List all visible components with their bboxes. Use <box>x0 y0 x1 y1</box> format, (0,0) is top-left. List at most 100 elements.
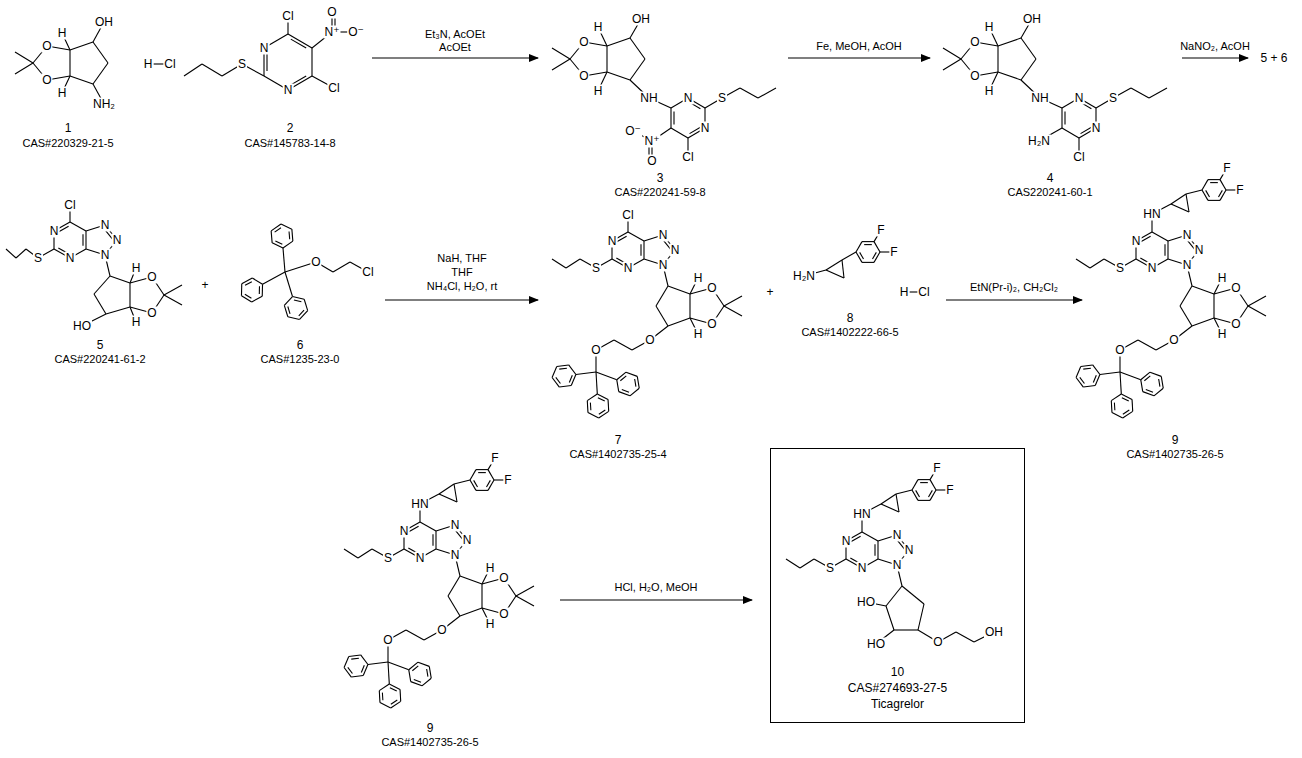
bond-line <box>129 283 130 307</box>
bond-line <box>1220 190 1226 200</box>
bond-line <box>262 284 263 296</box>
bond-line <box>606 46 607 72</box>
bond-line <box>294 300 301 302</box>
bond-line <box>724 306 742 316</box>
bond-line <box>1131 88 1149 98</box>
bond-line <box>1062 128 1079 138</box>
atom-label: N <box>1074 92 1085 105</box>
bond-line <box>1111 394 1121 401</box>
bond-line <box>1061 108 1062 128</box>
reagent-text: HCl, H₂O, MeOH <box>613 581 698 594</box>
cas-number: CAS220241-60-1 <box>1006 186 1093 199</box>
atom-label: F <box>503 474 512 487</box>
bond-line <box>620 376 626 381</box>
reagent-text: Et₃N, AcOEt <box>424 28 486 41</box>
bond-line <box>1123 410 1129 414</box>
bond-line <box>628 232 644 241</box>
bond-line <box>399 689 401 701</box>
atom-label: S <box>591 262 601 275</box>
atom-label: O <box>382 634 393 647</box>
bond-line <box>1192 286 1214 294</box>
atom-label: H <box>131 316 142 329</box>
atom-label: H <box>57 87 68 100</box>
bond-line <box>894 629 918 630</box>
bond-line <box>918 479 930 480</box>
bond-line <box>184 64 202 76</box>
compound-number: 5 <box>96 339 105 352</box>
bond-line <box>390 688 397 691</box>
bond-line <box>391 700 397 704</box>
bond-line <box>943 48 961 59</box>
bond-line <box>488 470 494 480</box>
bond-line <box>559 368 567 370</box>
bond-line <box>1120 372 1121 394</box>
atom-label: OH <box>631 13 651 26</box>
bond-line <box>930 480 936 490</box>
bond-line <box>1021 59 1036 80</box>
atom-label: H₂N <box>792 270 816 283</box>
compound-number: 8 <box>846 312 855 325</box>
bond-line <box>1171 194 1186 204</box>
atom-label: N <box>415 552 426 565</box>
atom-label: S <box>1115 262 1125 275</box>
atom-label: HO <box>866 638 886 651</box>
bond-line <box>640 244 641 256</box>
bond-line <box>344 667 351 677</box>
bond-line <box>470 480 476 490</box>
bond-line <box>1150 372 1161 376</box>
bond-line <box>245 294 252 298</box>
bond-line <box>617 372 626 380</box>
atom-label: O <box>1230 282 1241 295</box>
bond-line <box>266 53 267 71</box>
bond-line <box>862 532 878 541</box>
atom-label: H <box>593 21 604 34</box>
bond-line <box>283 248 285 272</box>
atom-label: N <box>892 529 903 542</box>
atom-label: O <box>646 155 657 168</box>
bond-line <box>616 236 626 242</box>
bond-line <box>670 108 671 128</box>
bond-line <box>656 306 668 326</box>
bond-line <box>877 541 878 559</box>
compound-number: 3 <box>656 172 665 185</box>
atom-label: O <box>706 282 717 295</box>
bond-line <box>1154 388 1163 396</box>
bond-line <box>288 232 290 240</box>
bond-line <box>874 544 875 556</box>
bond-line <box>110 276 130 283</box>
bond-line <box>1159 379 1160 387</box>
bond-line <box>630 388 639 396</box>
bond-line <box>886 606 894 630</box>
bond-line <box>668 318 690 326</box>
bond-line <box>406 630 424 640</box>
atom-label: N <box>658 229 669 242</box>
bond-line <box>1093 375 1096 382</box>
atom-label: Cl <box>681 151 694 164</box>
bond-line <box>1171 204 1189 212</box>
bond-line <box>70 42 93 50</box>
atom-label: H <box>693 328 704 341</box>
bond-line <box>435 531 436 549</box>
bond-line <box>826 260 842 270</box>
bond-line <box>361 655 368 665</box>
bond-line <box>1164 244 1165 256</box>
atom-label: O⁻ <box>347 26 365 39</box>
bond-line <box>559 386 571 387</box>
atom-label: Cl <box>621 209 634 222</box>
bond-line <box>409 670 411 682</box>
bond-line <box>368 662 388 665</box>
bond-line <box>1081 365 1093 366</box>
atom-label: N <box>841 535 852 548</box>
bond-line <box>1138 340 1156 350</box>
bond-line <box>596 372 597 394</box>
atom-label: H <box>1217 272 1228 285</box>
atom-label: N <box>399 525 410 538</box>
atom-label: N <box>607 235 618 248</box>
atom-label: S <box>33 252 43 265</box>
atom-label: HN <box>410 498 429 511</box>
bond-line <box>15 63 33 74</box>
bond-line <box>1141 372 1150 380</box>
bond-line <box>106 307 130 314</box>
atom-label: S <box>1108 92 1118 105</box>
